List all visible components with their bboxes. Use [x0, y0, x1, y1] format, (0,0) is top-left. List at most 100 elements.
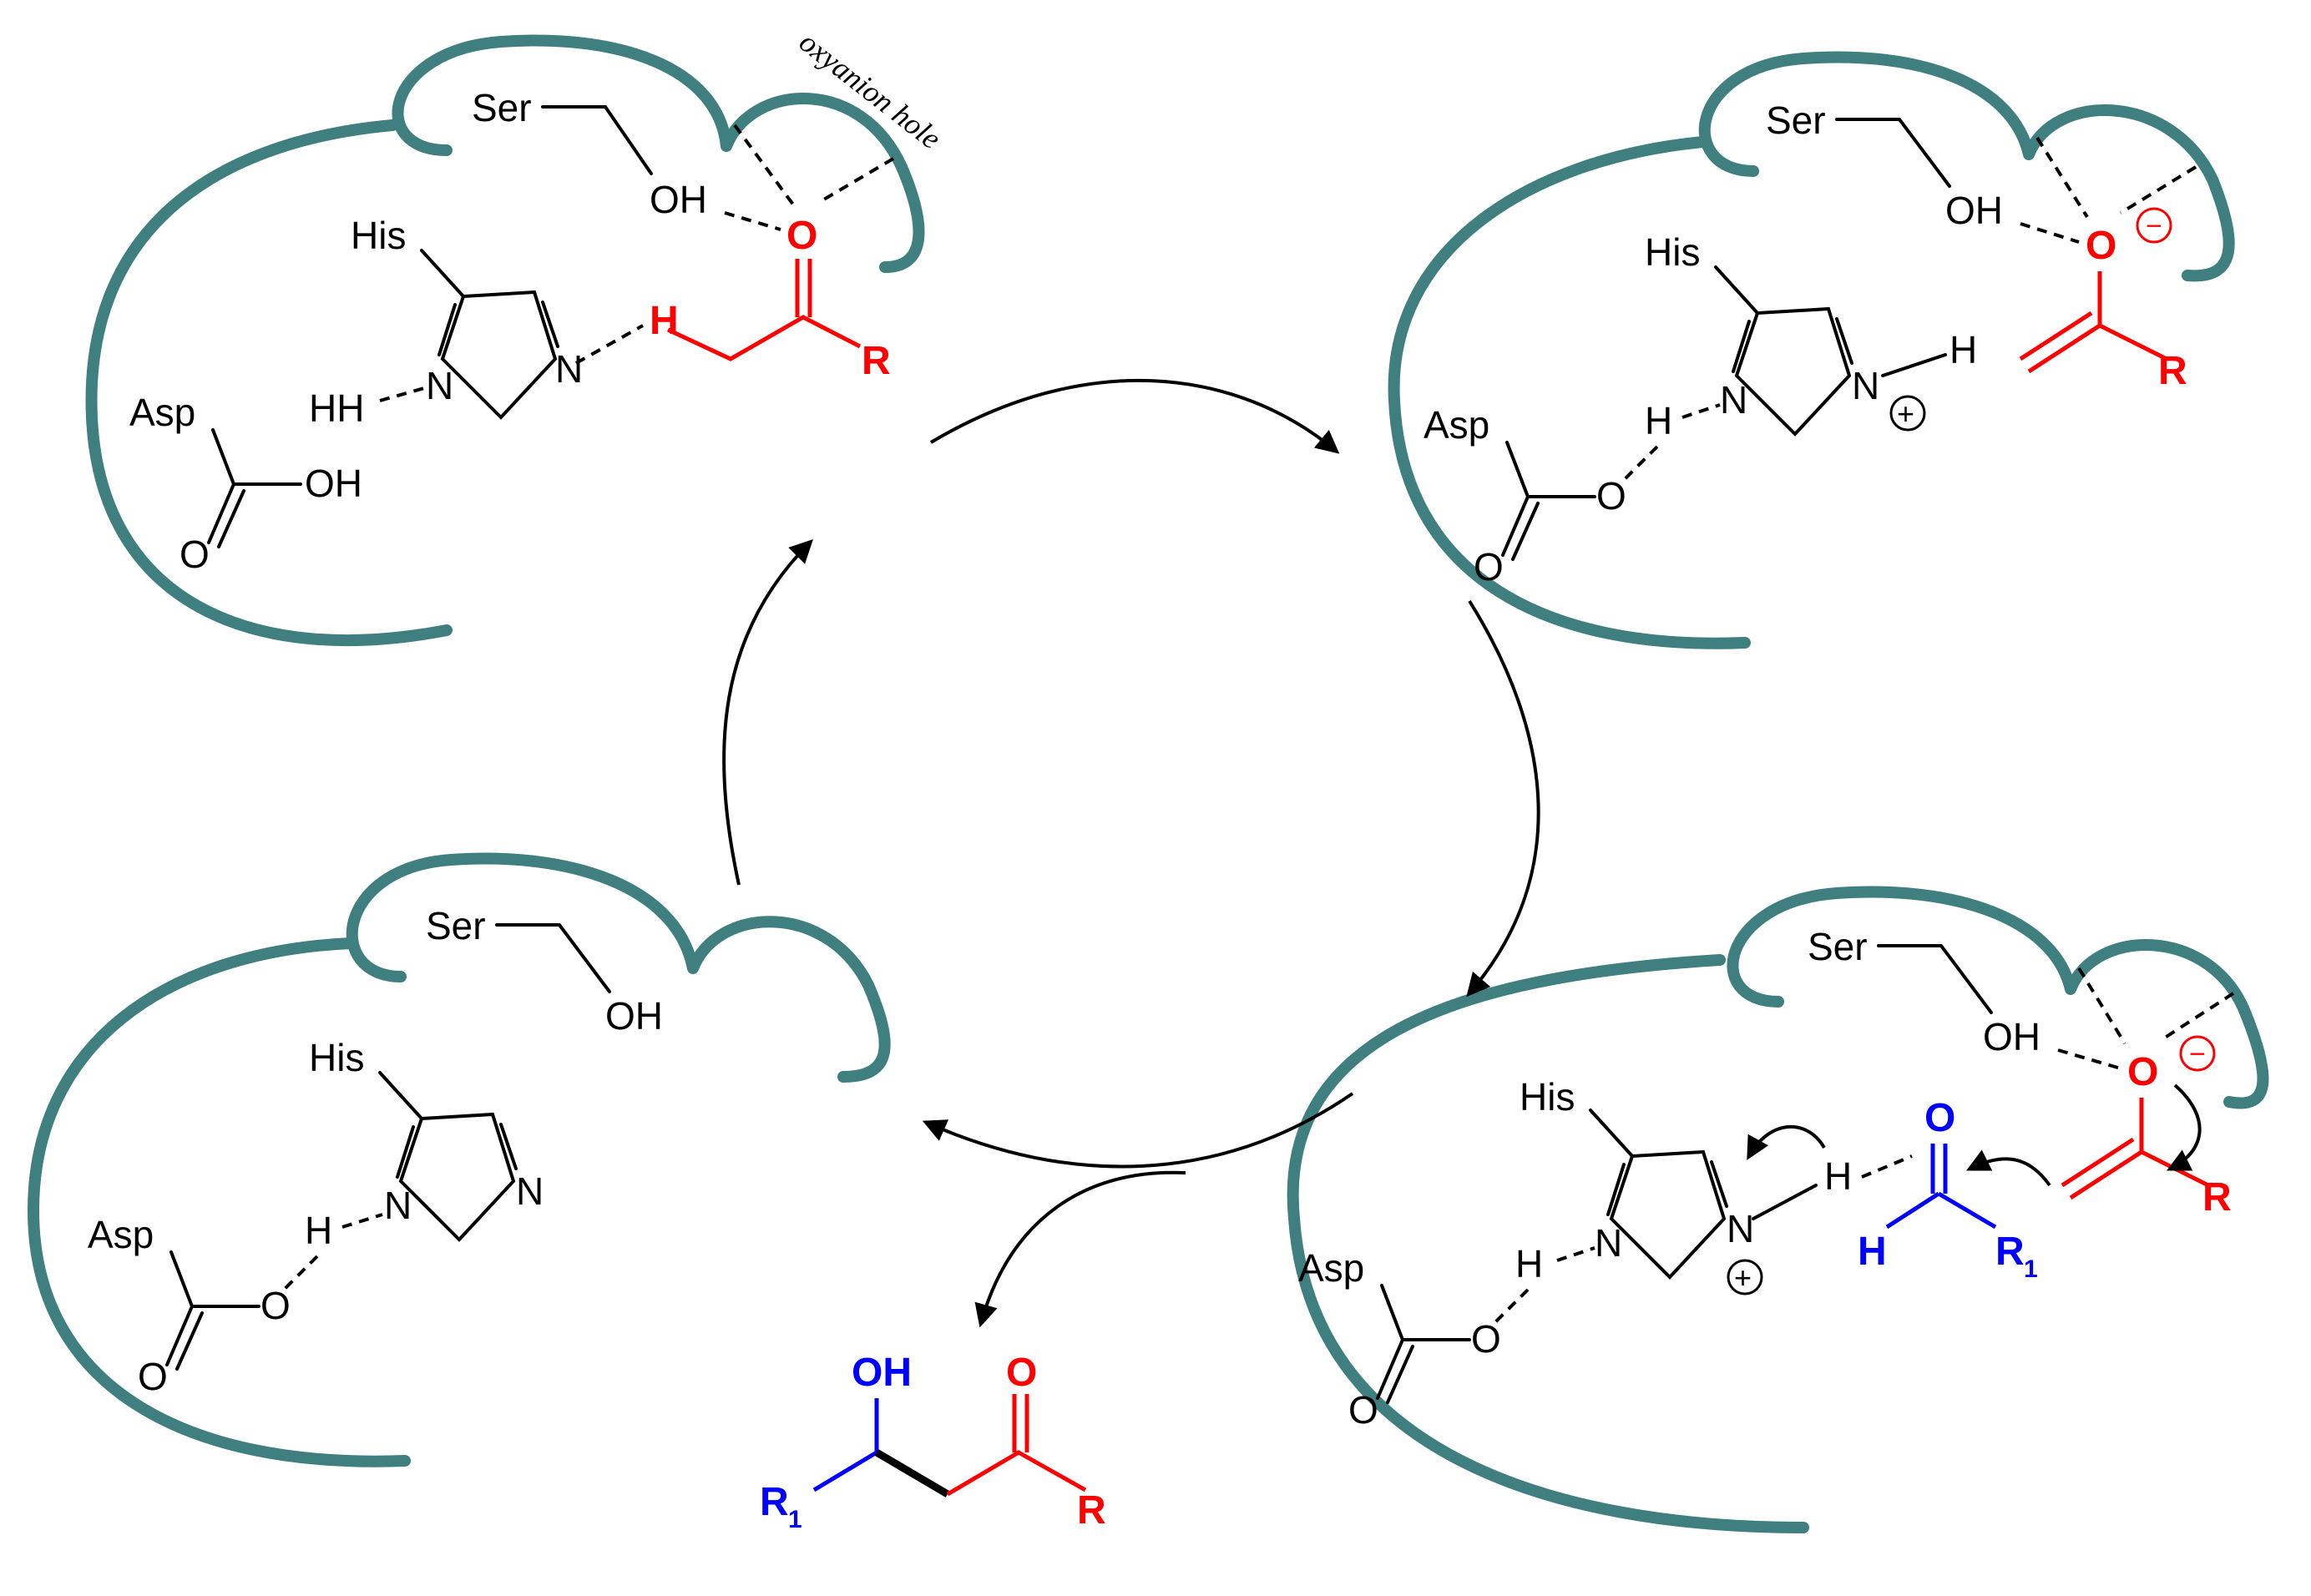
his-n1-label: N	[1595, 1221, 1622, 1265]
cycle-arrow-bottom	[922, 1092, 1354, 1169]
plus-charge-icon	[1889, 395, 1926, 432]
substrate-alpha-h: H	[650, 299, 679, 343]
asp-oh-hbond	[1493, 1288, 1530, 1325]
his-n3-label: N	[1852, 364, 1879, 407]
ser-ch2-bond	[495, 923, 611, 993]
product-wedge-bond	[874, 1449, 950, 1498]
product-red-bonds	[946, 1394, 1087, 1497]
product-r1-subscript: 1	[788, 1506, 802, 1533]
enolate-r-group: R	[2158, 349, 2187, 393]
oxyanion-hbond-1	[2077, 967, 2126, 1045]
enolate-o: O	[2127, 1050, 2158, 1094]
asp-label: Asp	[88, 1213, 154, 1256]
imidazole-inner-bonds	[1606, 1160, 1728, 1216]
asp-label: Asp	[129, 391, 195, 434]
enzyme-pocket-outline	[85, 34, 925, 646]
minus-charge-symbol: −	[2189, 1038, 2206, 1070]
his-n3-label: N	[516, 1169, 544, 1213]
asp-o-label: O	[138, 1355, 168, 1398]
his-ch2-bond	[420, 249, 465, 298]
oxyanion-hbond-1	[2035, 136, 2089, 219]
asp-carboxylate-bonds	[207, 428, 302, 548]
asp-carboxylate-bonds	[165, 1250, 260, 1371]
ser-oh-label: OH	[1983, 1015, 2040, 1058]
ser-oxyanion-hbond	[2020, 222, 2080, 244]
enolate-o: O	[2086, 224, 2116, 268]
asp-his-hbond	[1681, 403, 1721, 419]
cycle-arrow-top	[929, 378, 1340, 454]
his-substrate-hbond	[575, 324, 644, 365]
his-label: His	[1645, 230, 1700, 274]
enzyme-pocket-outline	[1287, 886, 2269, 1533]
asp-carboxylate-bonds	[1501, 441, 1596, 561]
stage-enolate-intermediate: Ser OH O − R His N N H + Asp H O O	[1388, 51, 2235, 649]
asp-his-hbond	[1556, 1246, 1595, 1262]
ser-ch2-bond	[541, 105, 653, 175]
his-n1-label: N	[426, 364, 453, 407]
his-nh-bond	[1881, 353, 1947, 377]
asp-o-label: O	[1474, 545, 1504, 588]
his-ch2-bond	[1589, 1109, 1634, 1158]
ser-label: Ser	[472, 86, 532, 129]
ser-label: Ser	[1766, 98, 1826, 142]
his-n3-label: N	[1727, 1207, 1754, 1250]
electron-push-arrow-1	[2166, 1083, 2202, 1171]
asp-oh-hbond	[282, 1255, 319, 1291]
his-ch2-bond	[1714, 265, 1759, 315]
enolate-bonds	[2019, 271, 2168, 374]
asp-oh-label: OH	[305, 462, 362, 505]
asp-o-label: O	[180, 533, 210, 576]
asp-o2-label: O	[1471, 1317, 1501, 1361]
aldehyde-o: O	[1924, 1096, 1955, 1140]
hh-label: HH	[309, 386, 364, 430]
substrate-r-group: R	[862, 339, 891, 383]
imidazole-ring	[440, 290, 558, 420]
enolate-bonds	[2061, 1098, 2210, 1200]
aldehyde-bonds	[1885, 1144, 1997, 1230]
stage-substrate-bound: Ser OH oxyanion hole O H R His N N Asp H…	[85, 25, 948, 646]
product-r-group: R	[1077, 1488, 1106, 1533]
electron-push-arrow-2	[1965, 1149, 2051, 1187]
imidazole-inner-bonds	[437, 301, 559, 356]
ser-oh-label: OH	[605, 994, 663, 1038]
imidazole-ring	[398, 1112, 516, 1242]
asp-o2-label: O	[260, 1284, 291, 1327]
stage-aldehyde-attack: Ser OH O − R O H R 1 H His N N + Asp H	[1287, 886, 2269, 1533]
plus-charge-symbol: +	[1734, 1260, 1752, 1295]
ser-oxyanion-hbond	[724, 211, 781, 231]
substrate-carbonyl-o: O	[786, 214, 817, 258]
cycle-arrow-left	[722, 539, 813, 886]
ser-oh-label: OH	[650, 178, 707, 221]
minus-charge-symbol: −	[2146, 210, 2162, 242]
asp-oh-hbond	[1622, 445, 1659, 482]
asp-his-hbond	[341, 1213, 383, 1229]
ser-label: Ser	[426, 904, 486, 947]
enolate-r-group: R	[2202, 1175, 2232, 1220]
oxyanion-hole-label: oxyanion hole	[793, 25, 948, 155]
asp-h-label: H	[1645, 399, 1672, 442]
his-nh-h-label: H	[1824, 1154, 1852, 1198]
product-carbonyl-o: O	[1006, 1351, 1037, 1395]
asp-his-hbond	[379, 386, 425, 402]
substrate-chain	[666, 315, 862, 361]
his-n1-label: N	[384, 1184, 412, 1227]
ser-oxyanion-hbond	[2057, 1048, 2121, 1070]
asp-o2-label: O	[1596, 474, 1626, 518]
product-blue-bonds	[812, 1398, 879, 1492]
ser-ch2-bond	[1877, 944, 1993, 1014]
aldol-product: OH O R R 1	[760, 1351, 1106, 1533]
his-nh-h-label: H	[1949, 328, 1977, 371]
imidazole-ring	[1609, 1149, 1727, 1280]
asp-carboxylate-bonds	[1376, 1284, 1471, 1404]
product-release-arrow	[974, 1170, 1186, 1328]
asp-label: Asp	[1424, 403, 1489, 447]
plus-charge-symbol: +	[1897, 396, 1914, 431]
oxyanion-hbond-1	[733, 124, 795, 206]
substrate-co-double-bond	[795, 259, 812, 317]
his-n3-label: N	[555, 347, 583, 391]
asp-label: Asp	[1298, 1246, 1364, 1290]
cycle-arrows	[722, 378, 1540, 1328]
oxyanion-hbond-2	[2161, 992, 2235, 1041]
cycle-arrow-right	[1466, 599, 1540, 998]
